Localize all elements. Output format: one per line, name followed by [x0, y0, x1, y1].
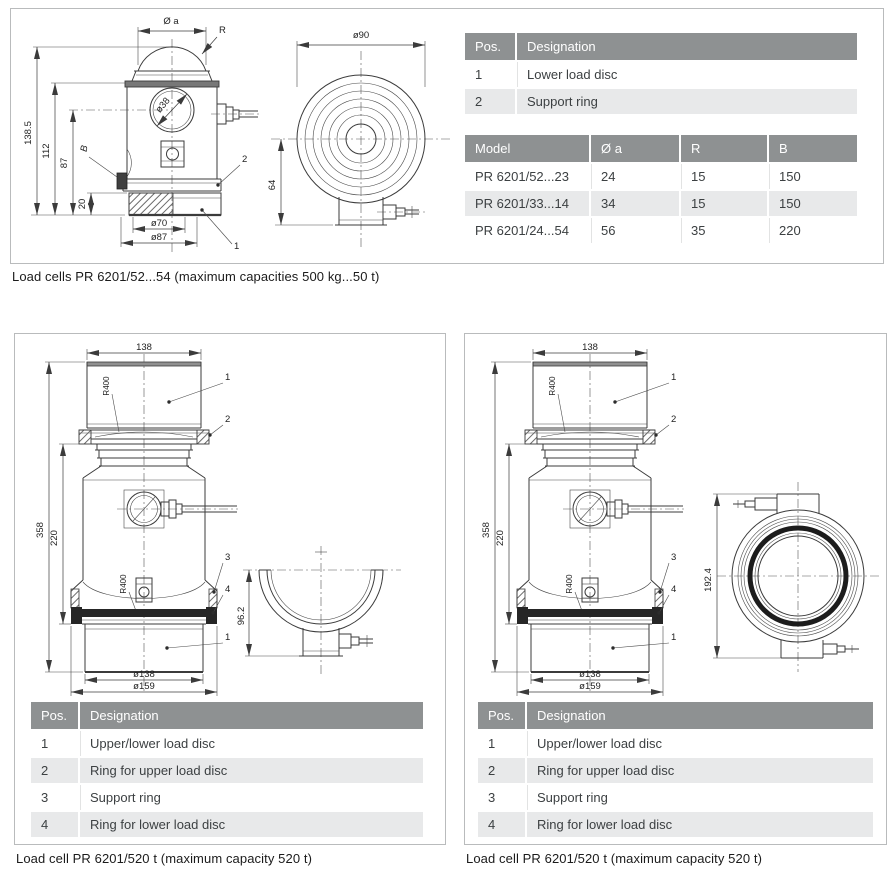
table-cell: Support ring — [517, 89, 857, 114]
dim-64: 64 — [267, 180, 278, 191]
dim-192-4: 192.4 — [703, 568, 714, 592]
drawing-ring-side-view: 192.4 — [703, 482, 881, 672]
dim-138: 138 — [136, 342, 152, 353]
table-cell: Upper/lower load disc — [527, 731, 873, 756]
dim-112: 112 — [41, 143, 52, 158]
table-cell: 150 — [769, 191, 857, 216]
table-cell: 15 — [681, 164, 767, 189]
dim-220: 220 — [49, 530, 60, 546]
table-cell: 2 — [31, 758, 78, 783]
table-cell: 220 — [769, 218, 857, 243]
dim-dia138: ø138 — [579, 669, 601, 680]
dim-96-2: 96.2 — [237, 607, 247, 626]
dim-dia70: ø70 — [151, 218, 167, 229]
column-header: B — [769, 135, 857, 162]
table-cell: 3 — [31, 785, 78, 810]
dim-138: 138 — [582, 342, 598, 353]
dim-dia159: ø159 — [133, 681, 155, 692]
dim-220: 220 — [495, 530, 506, 546]
table-cell: Support ring — [80, 785, 423, 810]
pos-designation-table: Pos. Designation 1 Lower load disc 2 Sup… — [463, 31, 859, 116]
dim-138-5: 138.5 — [23, 121, 34, 145]
dim-dia90: ø90 — [353, 30, 369, 41]
column-header: R — [681, 135, 767, 162]
table-cell: Ring for upper load disc — [80, 758, 423, 783]
table-cell: 150 — [769, 164, 857, 189]
table-cell: Upper/lower load disc — [80, 731, 423, 756]
dim-b: B — [79, 144, 91, 153]
dim-r400-lower: R400 — [565, 574, 574, 594]
model-dimensions-table: Model Ø a R B PR 6201/52...23 24 15 150 … — [463, 133, 859, 245]
table-cell: 1 — [465, 62, 515, 87]
table-cell: 34 — [591, 191, 679, 216]
dim-radius: R — [219, 25, 226, 36]
table-cell: 1 — [478, 731, 525, 756]
dim-dia87: ø87 — [151, 232, 167, 243]
pos-label-1: 1 — [671, 372, 676, 383]
column-header: Designation — [527, 702, 873, 729]
drawing-section-view: 96.2 — [237, 546, 401, 674]
table-cell: 1 — [31, 731, 78, 756]
dim-358: 358 — [35, 522, 46, 538]
table-cell: Ring for upper load disc — [527, 758, 873, 783]
pos-label-3: 3 — [671, 552, 676, 563]
column-header: Pos. — [465, 33, 515, 60]
table-cell: 24 — [591, 164, 679, 189]
table-cell: 4 — [478, 812, 525, 837]
dim-dia-a: Ø a — [163, 16, 179, 27]
column-header: Pos. — [478, 702, 525, 729]
dim-358: 358 — [481, 522, 492, 538]
pos-label-2: 2 — [225, 414, 230, 425]
table-cell: PR 6201/52...23 — [465, 164, 589, 189]
table-cell: 56 — [591, 218, 679, 243]
pos-label-1: 1 — [225, 372, 230, 383]
pos-label-2: 2 — [671, 414, 676, 425]
dim-87: 87 — [59, 158, 70, 169]
table-cell: PR 6201/33...14 — [465, 191, 589, 216]
pos-label-3: 3 — [225, 552, 230, 563]
pos-label-1b: 1 — [671, 632, 676, 643]
table-cell: Lower load disc — [517, 62, 857, 87]
drawing-front-view-large: 138 R400 — [35, 342, 238, 696]
figure-caption: Load cell PR 6201/520 t (maximum capacit… — [466, 851, 762, 866]
pos-label-1: 1 — [234, 241, 239, 252]
table-cell: 3 — [478, 785, 525, 810]
dim-dia138: ø138 — [133, 669, 155, 680]
table-cell: Ring for lower load disc — [80, 812, 423, 837]
dim-dia159: ø159 — [579, 681, 601, 692]
table-cell: 35 — [681, 218, 767, 243]
table-cell: PR 6201/24...54 — [465, 218, 589, 243]
column-header: Pos. — [31, 702, 78, 729]
table-cell: Support ring — [527, 785, 873, 810]
pos-label-2: 2 — [242, 154, 247, 165]
table-cell: 4 — [31, 812, 78, 837]
seal-block — [116, 172, 128, 190]
dim-r400-upper: R400 — [102, 376, 111, 396]
dim-r400-lower: R400 — [119, 574, 128, 594]
pos-label-1b: 1 — [225, 632, 230, 643]
table-cell: 15 — [681, 191, 767, 216]
figure-caption: Load cell PR 6201/520 t (maximum capacit… — [16, 851, 312, 866]
pos-label-4: 4 — [671, 584, 676, 595]
dim-20: 20 — [77, 199, 88, 210]
column-header: Designation — [80, 702, 423, 729]
figure-panel-large-load-cell-right: 138 R400 — [464, 333, 887, 845]
pos-designation-table: Pos. Designation 1 Upper/lower load disc… — [29, 700, 425, 839]
top-cap-strip — [124, 80, 220, 88]
dim-r400-upper: R400 — [548, 376, 557, 396]
figure-panel-small-load-cell: ø38 — [10, 8, 884, 264]
table-cell: Ring for lower load disc — [527, 812, 873, 837]
table-cell: 2 — [465, 89, 515, 114]
table-cell: 2 — [478, 758, 525, 783]
column-header: Model — [465, 135, 589, 162]
column-header: Designation — [517, 33, 857, 60]
pos-label-4: 4 — [225, 584, 230, 595]
figure-panel-large-load-cell-left: 138 R400 — [14, 333, 446, 845]
column-header: Ø a — [591, 135, 679, 162]
drawing-top-view-small: ø90 64 — [267, 30, 453, 247]
figure-caption: Load cells PR 6201/52...54 (maximum capa… — [12, 269, 380, 284]
drawing-front-view-small: ø38 — [23, 16, 260, 253]
pos-designation-table: Pos. Designation 1 Upper/lower load disc… — [476, 700, 875, 839]
drawing-front-view-large: 138 R400 — [481, 342, 684, 696]
